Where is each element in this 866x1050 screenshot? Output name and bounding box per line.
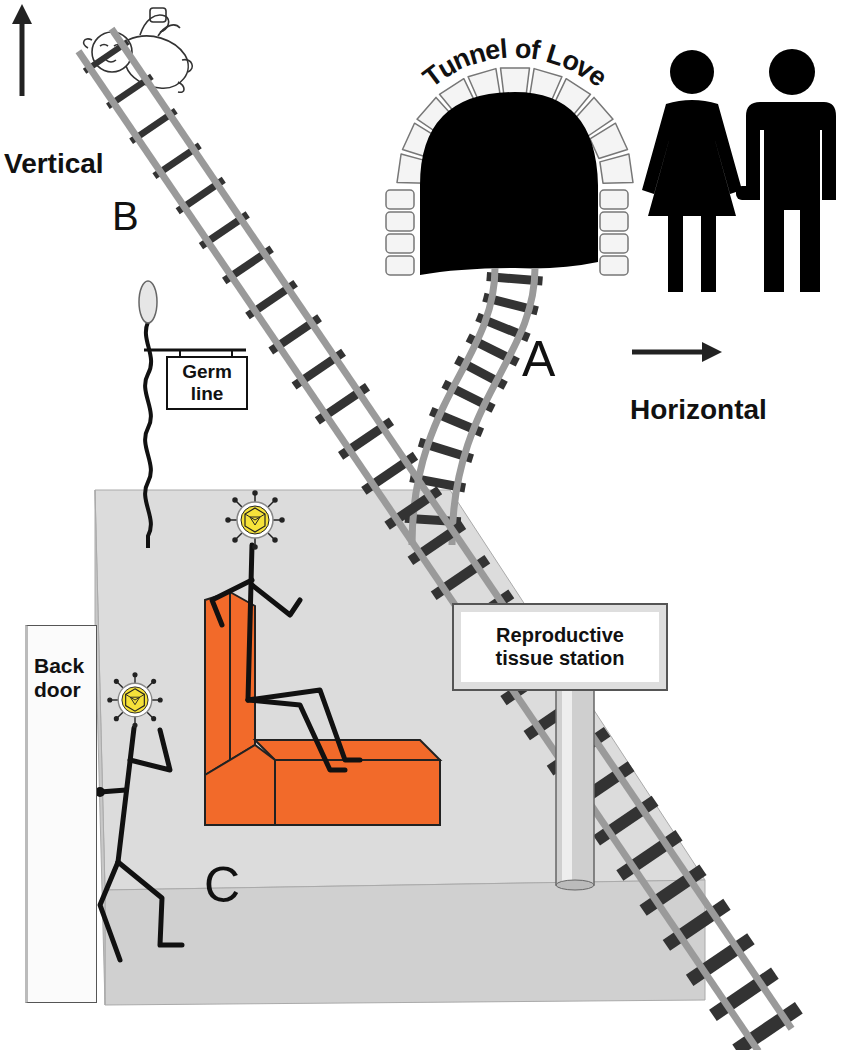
- axis-label: Vertical: [4, 150, 104, 178]
- callout-letter: A: [522, 334, 555, 384]
- stone: [600, 154, 633, 183]
- stone: [600, 212, 628, 231]
- sign-pole: [556, 690, 594, 890]
- horizontal-arrow: [632, 350, 712, 355]
- virus-head: [226, 491, 284, 549]
- rail: [112, 29, 792, 1029]
- sign-text: Back door: [34, 654, 92, 702]
- platform: [95, 490, 705, 1005]
- bench: [205, 592, 440, 825]
- tunnel-node: Tunnel of Love: [365, 8, 665, 138]
- stone: [600, 190, 628, 209]
- callout-letter: B: [112, 196, 139, 236]
- rail: [78, 51, 758, 1050]
- virus-figure-seated: [212, 545, 360, 770]
- arched-title: Tunnel of Love: [365, 8, 665, 138]
- couple-icon: [642, 49, 836, 292]
- rail: [452, 268, 535, 545]
- station-sign: Reproductive tissue station: [452, 603, 668, 691]
- vertical-arrow: [20, 14, 25, 96]
- stone: [386, 256, 414, 275]
- stone: [386, 234, 414, 253]
- virus-figure-door: [100, 728, 182, 960]
- sperm-drawing: [139, 281, 246, 548]
- railway-track: [78, 29, 798, 1050]
- sign-text: Germ line: [170, 361, 244, 405]
- axis-label: Horizontal: [630, 396, 767, 424]
- tunnel: [386, 68, 633, 275]
- stone: [386, 212, 414, 231]
- callout-letter: C: [204, 860, 240, 910]
- door: Back door: [25, 625, 97, 1003]
- stone: [600, 256, 628, 275]
- sign-box: Germ line: [166, 356, 248, 410]
- arc-letter: f: [529, 37, 542, 65]
- tunnel-mouth: [420, 92, 598, 275]
- stone: [600, 234, 628, 253]
- arc-letter: l: [499, 36, 509, 64]
- sign-text: Reproductive tissue station: [468, 624, 652, 670]
- stone: [590, 123, 628, 158]
- arc-letter: [507, 35, 515, 62]
- virus-head: [108, 673, 162, 727]
- stone: [386, 190, 414, 209]
